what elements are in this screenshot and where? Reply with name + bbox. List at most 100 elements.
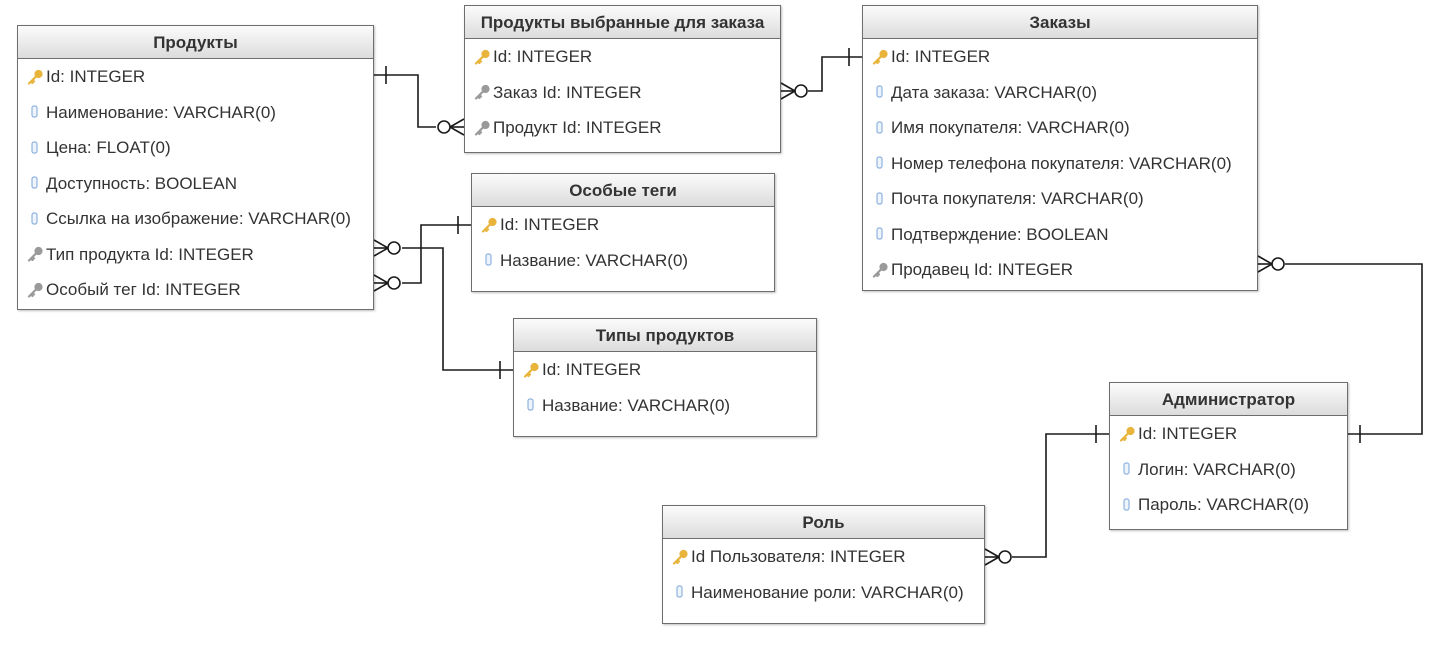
entity-field[interactable]: Логин: VARCHAR(0) (1110, 452, 1347, 488)
entity-product-types[interactable]: Типы продуктов Id: INTEGER Название: VARC… (513, 318, 817, 437)
entity-field[interactable]: Название: VARCHAR(0) (514, 388, 816, 424)
column-icon (876, 156, 883, 169)
field-label: Доступность: BOOLEAN (46, 173, 237, 193)
entity-field[interactable]: Тип продукта Id: INTEGER (18, 237, 373, 273)
field-label: Id: INTEGER (891, 47, 991, 66)
entity-field[interactable]: Подтверждение: BOOLEAN (863, 217, 1257, 253)
entity-field[interactable]: Особый тег Id: INTEGER (18, 272, 373, 308)
field-label: Наименование роли: VARCHAR(0) (691, 582, 964, 602)
entity-field[interactable]: Имя покупателя: VARCHAR(0) (863, 110, 1257, 146)
entity-field[interactable]: Наименование: VARCHAR(0) (18, 95, 373, 131)
column-icon (1123, 498, 1130, 511)
gray-key-icon (872, 262, 888, 278)
relation-line (1012, 433, 1109, 558)
relation-line (808, 56, 862, 92)
column-icon (485, 253, 492, 266)
relation-line (1285, 263, 1423, 435)
field-label: Тип продукта Id: INTEGER (46, 244, 254, 264)
relation-line (402, 247, 513, 371)
column-icon (676, 585, 683, 598)
entity-field[interactable]: Id Пользователя: INTEGER (663, 539, 984, 575)
entity-order-products[interactable]: Продукты выбранные для заказа Id: INTEGE… (464, 5, 781, 153)
many-marker (984, 548, 1012, 566)
field-label: Особый тег Id: INTEGER (46, 280, 241, 299)
entity-role[interactable]: Роль Id Пользователя: INTEGER Наименовани… (662, 505, 985, 624)
field-label: Продавец Id: INTEGER (891, 260, 1074, 279)
relation-line (374, 74, 436, 128)
field-label: Id Пользователя: INTEGER (691, 547, 906, 566)
field-label: Название: VARCHAR(0) (500, 250, 689, 270)
gold-key-icon (523, 362, 539, 378)
column-icon (31, 105, 38, 118)
many-marker (780, 82, 808, 100)
gold-key-icon (27, 69, 43, 85)
entity-field[interactable]: Id: INTEGER (18, 59, 373, 95)
field-label: Id: INTEGER (1138, 424, 1238, 443)
entity-field[interactable]: Id: INTEGER (514, 352, 816, 388)
gold-key-icon (481, 217, 497, 233)
entity-title: Роль (663, 506, 984, 539)
column-icon (31, 141, 38, 154)
entity-field[interactable]: Id: INTEGER (863, 39, 1257, 75)
column-icon (876, 192, 883, 205)
entity-field[interactable]: Название: VARCHAR(0) (472, 243, 774, 279)
entity-field[interactable]: Заказ Id: INTEGER (465, 75, 780, 111)
entity-special-tags[interactable]: Особые теги Id: INTEGER Название: VARCHAR… (471, 173, 775, 292)
entity-title: Особые теги (472, 174, 774, 207)
field-label: Имя покупателя: VARCHAR(0) (891, 118, 1130, 137)
gold-key-icon (672, 549, 688, 565)
gold-key-icon (872, 49, 888, 65)
field-label: Id: INTEGER (46, 67, 146, 86)
entity-field[interactable]: Id: INTEGER (472, 207, 774, 243)
column-icon (876, 85, 883, 98)
field-label: Дата заказа: VARCHAR(0) (891, 82, 1098, 102)
field-label: Id: INTEGER (500, 215, 600, 234)
field-label: Подтверждение: BOOLEAN (891, 224, 1109, 244)
entity-field[interactable]: Цена: FLOAT(0) (18, 130, 373, 166)
entity-field[interactable]: Пароль: VARCHAR(0) (1110, 487, 1347, 523)
gray-key-icon (27, 247, 43, 262)
gold-key-icon (1119, 426, 1135, 442)
field-label: Продукт Id: INTEGER (493, 118, 662, 137)
column-icon (876, 227, 883, 240)
many-marker (373, 239, 401, 257)
entity-field[interactable]: Id: INTEGER (1110, 416, 1347, 452)
gray-key-icon (474, 120, 490, 136)
relation-line (402, 224, 471, 284)
column-icon (1123, 462, 1130, 475)
column-icon (31, 176, 38, 189)
entity-field[interactable]: Наименование роли: VARCHAR(0) (663, 575, 984, 611)
gold-key-icon (474, 49, 490, 65)
entity-field[interactable]: Доступность: BOOLEAN (18, 166, 373, 202)
field-label: Ссылка на изображение: VARCHAR(0) (46, 209, 351, 228)
entity-field[interactable]: Продукт Id: INTEGER (465, 110, 780, 146)
many-marker (437, 118, 465, 136)
field-label: Пароль: VARCHAR(0) (1138, 495, 1310, 514)
column-icon (876, 121, 883, 134)
entity-field[interactable]: Ссылка на изображение: VARCHAR(0) (18, 201, 373, 237)
gray-key-icon (474, 85, 490, 100)
entity-field[interactable]: Номер телефона покупателя: VARCHAR(0) (863, 146, 1257, 182)
field-label: Номер телефона покупателя: VARCHAR(0) (891, 153, 1232, 173)
field-label: Id: INTEGER (493, 47, 593, 66)
column-icon (527, 398, 534, 411)
many-marker (1257, 255, 1285, 273)
field-label: Почта покупателя: VARCHAR(0) (891, 189, 1144, 208)
field-label: Логин: VARCHAR(0) (1138, 459, 1296, 479)
column-icon (31, 212, 38, 225)
entity-title: Типы продуктов (514, 319, 816, 352)
entity-field[interactable]: Продавец Id: INTEGER (863, 252, 1257, 288)
field-label: Id: INTEGER (542, 360, 642, 379)
field-label: Заказ Id: INTEGER (493, 82, 642, 102)
entity-title: Администратор (1110, 383, 1347, 416)
entity-title: Продукты выбранные для заказа (465, 6, 780, 39)
entity-field[interactable]: Дата заказа: VARCHAR(0) (863, 75, 1257, 111)
entity-field[interactable]: Id: INTEGER (465, 39, 780, 75)
entity-field[interactable]: Почта покупателя: VARCHAR(0) (863, 181, 1257, 217)
gray-key-icon (27, 282, 43, 298)
field-label: Цена: FLOAT(0) (46, 138, 171, 157)
entity-administrator[interactable]: Администратор Id: INTEGER Логин: VARCHAR(… (1109, 382, 1348, 530)
